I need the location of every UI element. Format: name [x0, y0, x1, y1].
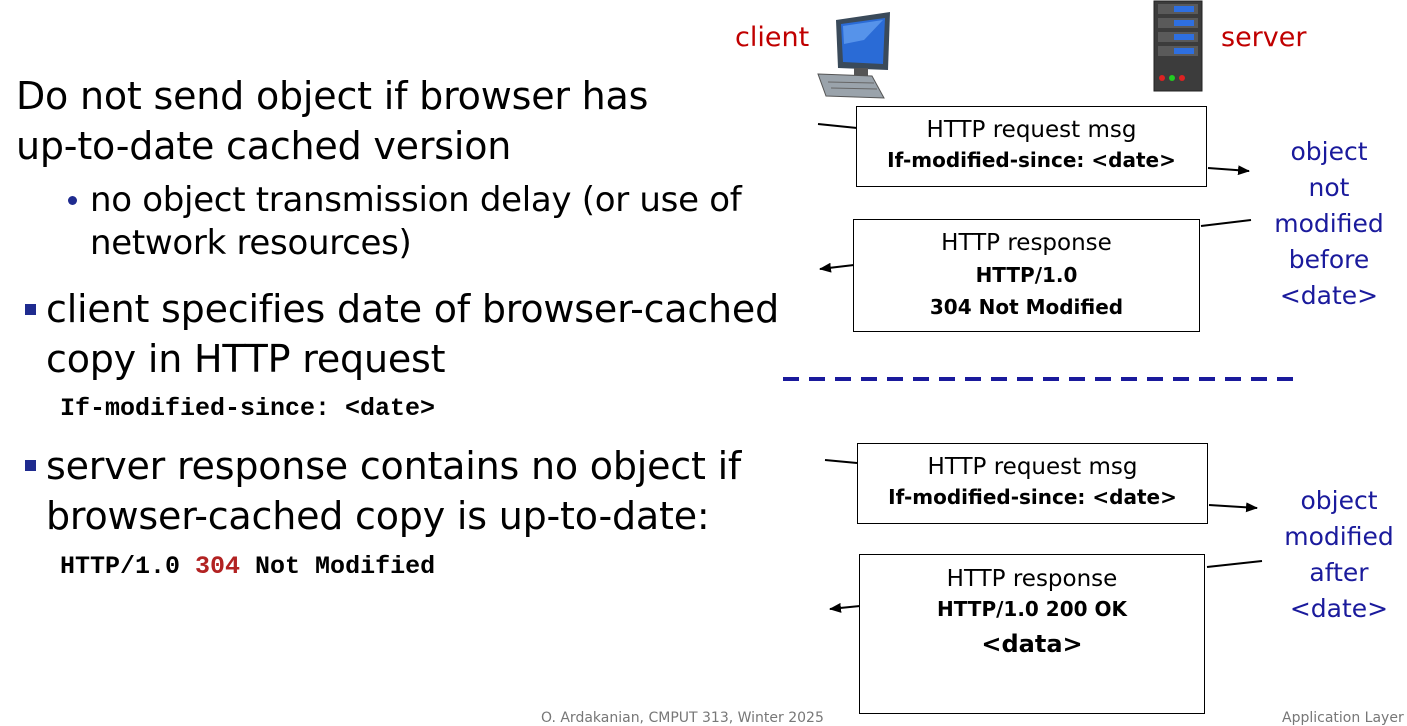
- top-response-line-in: [1200, 219, 1252, 227]
- top-note: object not modified before <date>: [1262, 134, 1396, 314]
- bottom-response-title: HTTP response: [946, 566, 1118, 592]
- bullet2-code-status: 304: [195, 552, 241, 581]
- bottom-request-arrow-out: [1208, 502, 1258, 513]
- top-note-line: <date>: [1279, 281, 1379, 310]
- bottom-note-line: after: [1309, 558, 1369, 587]
- bullet2-line-1: server response contains no object if: [46, 444, 742, 488]
- top-note-line: not: [1308, 173, 1350, 202]
- bullet2-code: HTTP/1.0 304 Not Modified: [60, 552, 435, 581]
- top-response-title: HTTP response: [941, 230, 1112, 256]
- bottom-response-data: <data>: [981, 630, 1083, 658]
- bottom-response-box: HTTP response HTTP/1.0 200 OK <data>: [859, 554, 1205, 714]
- bottom-response-line-in: [1206, 560, 1263, 568]
- bottom-note-line: object: [1300, 486, 1378, 515]
- bottom-request-title: HTTP request msg: [927, 454, 1138, 480]
- intro-line-2: up-to-date cached version: [16, 124, 512, 168]
- top-request-title: HTTP request msg: [926, 117, 1137, 143]
- top-request-arrow-out: [1207, 165, 1250, 176]
- bottom-note-line: modified: [1284, 522, 1394, 551]
- top-request-header: If-modified-since: <date>: [887, 148, 1176, 172]
- client-computer-icon: [817, 12, 890, 99]
- bottom-request-line-in: [824, 459, 858, 464]
- intro-line-1: Do not send object if browser has: [16, 74, 649, 118]
- sub-bullet-line-1: no object transmission delay (or use of: [90, 180, 742, 220]
- bullet1-line-2: copy in HTTP request: [46, 337, 446, 381]
- top-response-arrow-out: [819, 262, 855, 273]
- top-response-box: HTTP response HTTP/1.0 304 Not Modified: [853, 219, 1200, 332]
- bottom-note: object modified after <date>: [1272, 483, 1406, 627]
- bottom-note-line: <date>: [1289, 594, 1389, 623]
- server-label: server: [1221, 22, 1307, 53]
- bottom-request-header: If-modified-since: <date>: [888, 485, 1177, 509]
- bullet1-line-1: client specifies date of browser-cached: [46, 287, 780, 331]
- sub-bullet-line-2: network resources): [90, 223, 412, 263]
- top-response-line-3: 304 Not Modified: [929, 295, 1124, 319]
- top-note-line: object: [1290, 137, 1368, 166]
- bottom-request-box: HTTP request msg If-modified-since: <dat…: [857, 443, 1208, 524]
- bullet-square-2: [25, 460, 36, 471]
- top-note-line: modified: [1274, 209, 1384, 238]
- bullet2-line-2: browser-cached copy is up-to-date:: [46, 494, 710, 538]
- bullet2-code-pre: HTTP/1.0: [60, 552, 196, 581]
- bullet1-code: If-modified-since: <date>: [60, 394, 436, 423]
- bullet-square-1: [25, 304, 36, 315]
- server-tower-icon: [1153, 0, 1203, 92]
- top-note-line: before: [1288, 245, 1370, 274]
- top-request-line-in: [817, 123, 858, 129]
- top-request-box: HTTP request msg If-modified-since: <dat…: [856, 106, 1207, 187]
- footer-right: Application Layer: [1282, 710, 1404, 726]
- footer-center: O. Ardakanian, CMPUT 313, Winter 2025: [541, 710, 824, 726]
- sub-bullet-dot: [68, 196, 77, 205]
- top-response-line-2: HTTP/1.0: [975, 263, 1078, 287]
- bottom-response-arrow-out: [829, 602, 861, 613]
- bottom-response-line-2: HTTP/1.0 200 OK: [936, 597, 1128, 621]
- client-label: client: [735, 22, 810, 53]
- bullet2-code-post: Not Modified: [240, 552, 436, 581]
